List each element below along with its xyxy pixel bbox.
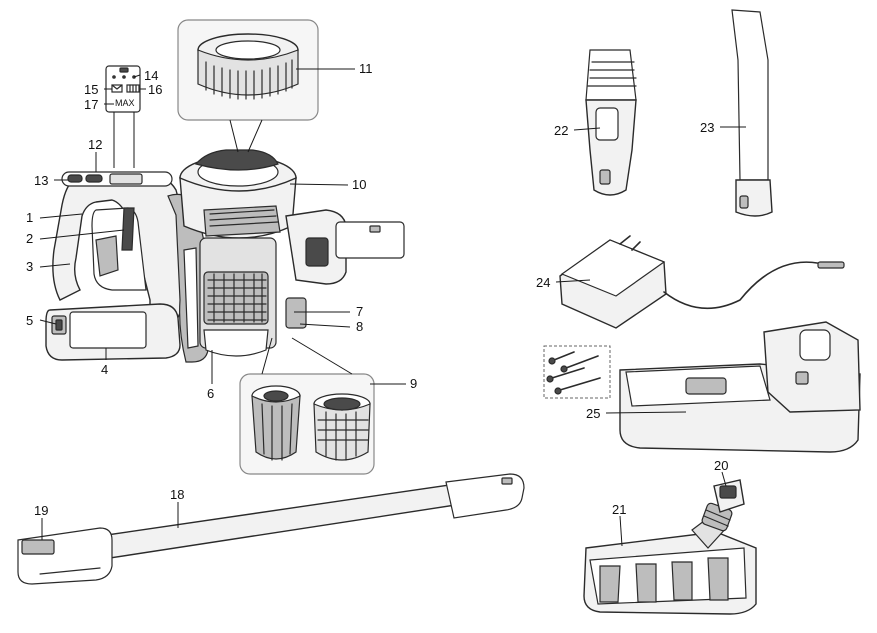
filter-pleats	[205, 59, 293, 100]
long-crevice-nozzle	[731, 9, 773, 217]
label-11: 11	[359, 61, 373, 76]
label-14: 14	[144, 68, 158, 83]
label-25: 25	[586, 406, 600, 421]
label-12: 12	[88, 137, 102, 152]
callout-numbers: 1 2 3 4 5 6 7 8 9 10 11 12 13 14 15 16 1…	[26, 61, 728, 518]
brush-roller	[599, 557, 729, 603]
label-17: 17	[84, 97, 98, 112]
floor-brush	[583, 479, 757, 615]
brush-bristles	[587, 61, 637, 87]
label-19: 19	[34, 503, 48, 518]
label-3: 3	[26, 259, 33, 274]
main-unit	[45, 149, 405, 363]
label-9: 9	[410, 376, 417, 391]
label-18: 18	[170, 487, 184, 502]
wall-mounting-screws	[543, 345, 611, 399]
label-10: 10	[352, 177, 366, 192]
label-1: 1	[26, 210, 33, 225]
label-2: 2	[26, 231, 33, 246]
label-7: 7	[356, 304, 363, 319]
label-13: 13	[34, 173, 48, 188]
cyclone-parts-callout	[239, 337, 375, 475]
crevice-brush-tool	[585, 49, 637, 196]
charger-adapter	[559, 235, 845, 329]
filter-callout	[177, 19, 319, 153]
max-indicator-text: MAX	[115, 98, 135, 108]
label-15: 15	[84, 82, 98, 97]
label-5: 5	[26, 313, 33, 328]
extension-tube	[17, 473, 525, 585]
label-23: 23	[700, 120, 714, 135]
label-24: 24	[536, 275, 550, 290]
label-8: 8	[356, 319, 363, 334]
leader-lines	[39, 68, 746, 547]
label-20: 20	[714, 458, 728, 473]
label-4: 4	[101, 362, 108, 377]
label-6: 6	[207, 386, 214, 401]
bin-mesh	[207, 273, 267, 323]
label-22: 22	[554, 123, 568, 138]
label-21: 21	[612, 502, 626, 517]
label-16: 16	[148, 82, 162, 97]
display-panel-callout: MAX	[105, 65, 141, 168]
wall-mount-dock	[619, 321, 861, 453]
